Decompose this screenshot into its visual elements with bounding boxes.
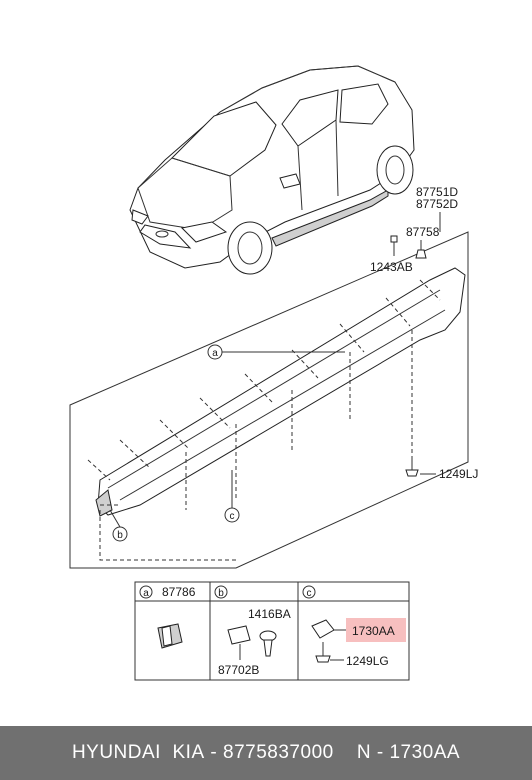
footer-part-number: 8775837000	[223, 742, 334, 763]
callout-a-letter: a	[212, 348, 218, 359]
footer-code: 1730AA	[389, 742, 461, 763]
highlight-box	[346, 618, 406, 642]
table-b-part-bottom: 87702B	[218, 663, 259, 677]
callout-c-letter: c	[230, 511, 235, 522]
table-a-letter: a	[143, 588, 149, 599]
callout-b-letter: b	[117, 530, 123, 541]
screw-icon	[405, 456, 436, 477]
side-sill-moulding	[87, 267, 466, 561]
footer-brand: HYUNDAI KIA	[71, 742, 205, 763]
label-1249lj: 1249LJ	[439, 467, 478, 481]
clip-87702b-icon	[227, 625, 251, 660]
callout-a: a	[207, 344, 345, 360]
table-b-part-top: 1416BA	[248, 607, 291, 621]
footer-separator-2: N -	[333, 742, 390, 763]
table-a-part: 87786	[162, 585, 196, 599]
screw-1249lg-icon	[315, 642, 344, 663]
table-b-letter: b	[218, 588, 224, 599]
car-illustration	[129, 65, 415, 275]
bolt-icon	[390, 235, 398, 256]
callout-c: c	[224, 470, 240, 523]
table-c-part-top: 1730AA	[352, 624, 395, 638]
nut-1730aa-icon	[311, 619, 346, 639]
label-87751d: 87751D	[416, 185, 458, 199]
footer-separator-1: -	[204, 742, 224, 763]
label-87758: 87758	[406, 225, 440, 239]
push-pin-1416ba-icon	[259, 630, 277, 657]
parts-diagram: a c b 87751D 87752D 87758 1243AB 1249LJ	[69, 65, 478, 681]
clip-icon	[415, 240, 427, 259]
diagram-frame	[69, 231, 469, 569]
callout-b: b	[109, 509, 128, 542]
table-c-part-bottom: 1249LG	[346, 654, 389, 668]
footer-bar: HYUNDAI KIA - 8775837000 N - 1730AA	[0, 726, 532, 780]
clip-87786-icon	[157, 623, 183, 649]
label-87752d: 87752D	[416, 197, 458, 211]
label-1243ab: 1243AB	[370, 260, 413, 274]
parts-table: a 87786 b 1416BA 87702B c 1730AA 1249LG	[134, 581, 410, 681]
table-c-letter: c	[307, 588, 312, 599]
